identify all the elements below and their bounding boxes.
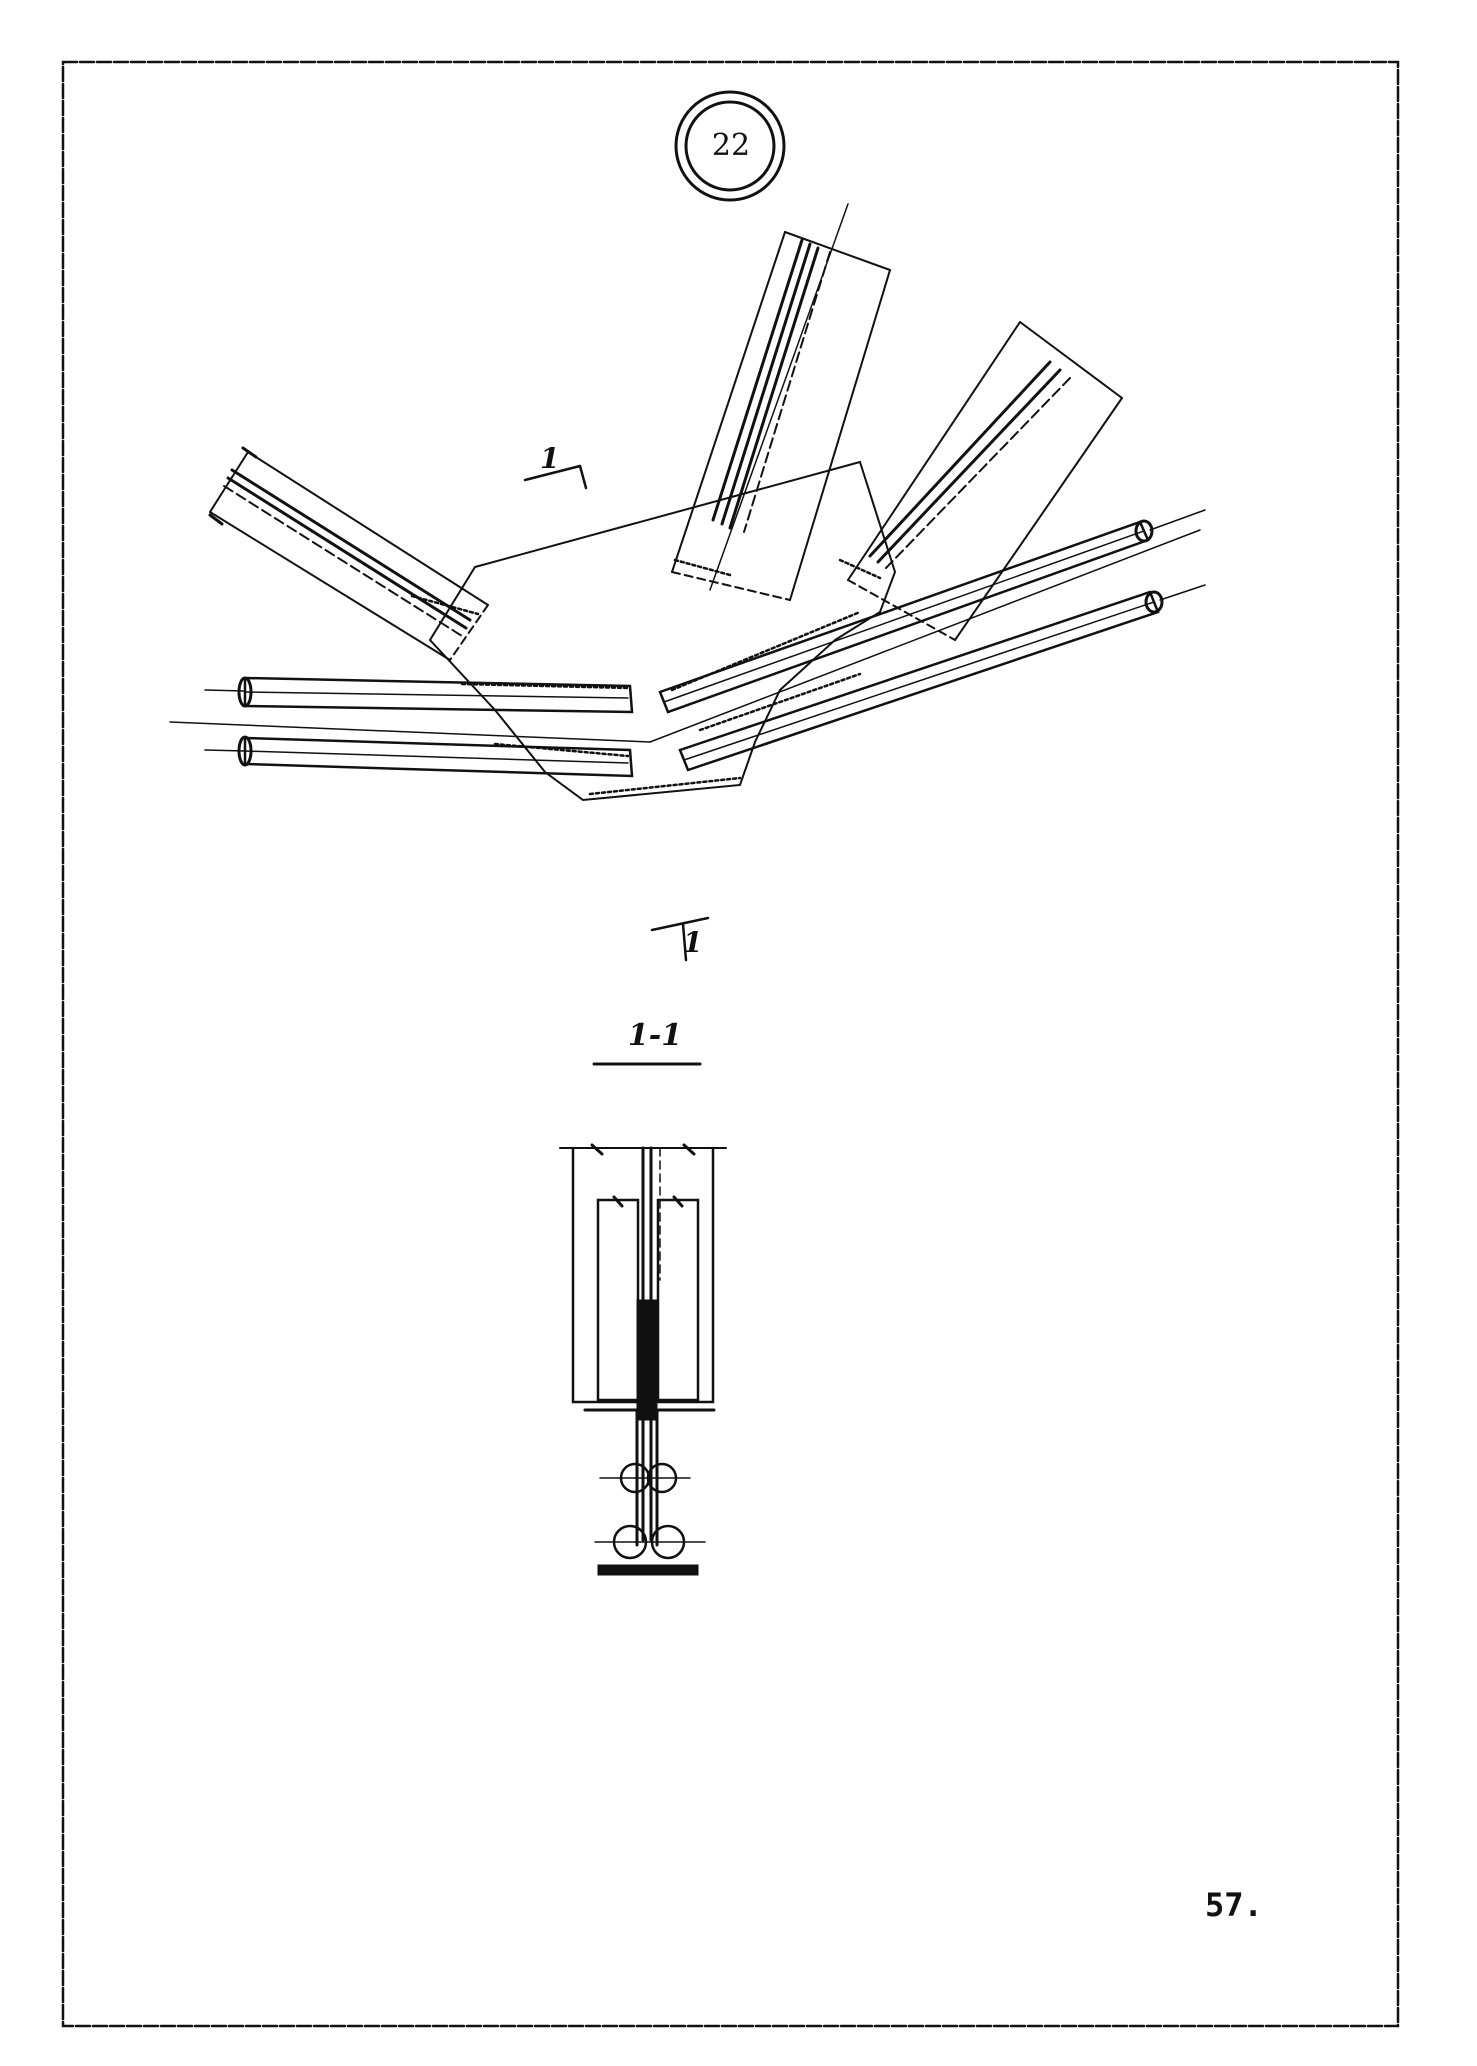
section-mark-top: 1 <box>540 442 560 475</box>
section-cut-top <box>523 464 588 490</box>
left-diagonal-member <box>208 446 489 661</box>
section-cut-bottom <box>650 916 710 962</box>
bottom-chord-left <box>169 676 651 778</box>
weld-seams <box>410 558 882 796</box>
page-number: 57. <box>1205 1886 1263 1924</box>
truss-node <box>169 203 1206 962</box>
section-title: 1-1 <box>627 1018 683 1053</box>
sheet-frame <box>61 60 1400 2028</box>
bottom-chord-right <box>649 509 1206 772</box>
section-mark-bottom: 1 <box>683 926 703 959</box>
top-vertical-member <box>671 203 891 601</box>
section-view <box>559 1143 727 1576</box>
sheet-number: 22 <box>711 128 751 163</box>
gusset-plate <box>428 460 897 802</box>
sheet-number-badge <box>674 90 786 202</box>
right-diagonal-member <box>847 321 1123 641</box>
